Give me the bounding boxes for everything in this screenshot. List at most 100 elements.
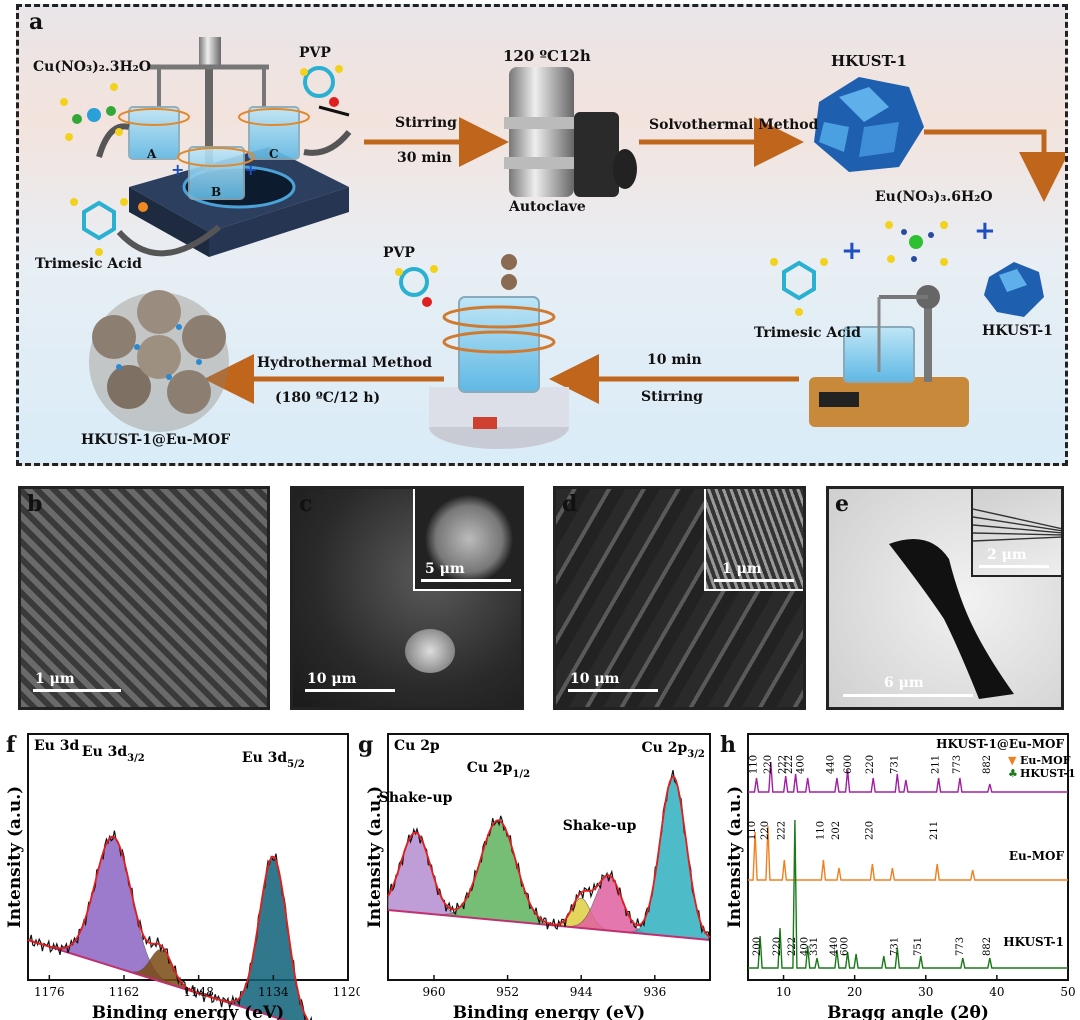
series-label-2: HKUST-1 <box>1003 935 1064 949</box>
autoclave <box>504 67 637 197</box>
y-axis-label: Intensity (a.u.) <box>725 786 745 928</box>
peak-label-top-5: 440 <box>825 755 836 774</box>
plot-frame <box>747 733 1069 981</box>
product-label: HKUST-1@Eu-MOF <box>81 432 231 448</box>
peak-label-top-7: 220 <box>865 755 876 774</box>
xrd-chart: HKUST-1@Eu-MOFEu-MOFHKUST-1▼Eu-MOF♣HKUST… <box>725 733 1076 1020</box>
inset-scale-text-c: 5 μm <box>425 561 465 577</box>
pvp-molecule-1 <box>300 65 350 117</box>
panel-label-d: d <box>562 491 578 517</box>
scale-text-b: 1 μm <box>35 671 75 687</box>
stirring-label-1: Stirring <box>395 115 457 131</box>
peak-label-top-10: 773 <box>952 755 963 774</box>
svg-text:+: + <box>244 160 257 179</box>
stirrer-setup <box>809 285 969 427</box>
peak-label-mid-5: 220 <box>864 821 875 840</box>
trimesic-label-1: Trimesic Acid <box>35 256 142 272</box>
solvothermal-label: Solvothermal Method <box>649 117 819 133</box>
svg-text:+: + <box>171 160 184 179</box>
peak-label-top-9: 211 <box>931 755 942 774</box>
peak-label-top-2: 222 <box>778 755 789 774</box>
x-tick-label: 10 <box>776 985 791 999</box>
x-axis-label: Binding energy (eV) <box>92 1003 284 1020</box>
series-label-0: HKUST-1@Eu-MOF <box>936 737 1064 751</box>
legend-label-hkust: HKUST-1 <box>1020 767 1076 780</box>
legend-marker-hkust: ♣ <box>1008 767 1018 780</box>
sphere-particle <box>405 629 455 673</box>
hydrothermal-reactor <box>429 254 569 449</box>
beaker-a <box>118 106 190 160</box>
x-tick-label: 1176 <box>34 985 65 999</box>
peak-label-bot-7: 731 <box>889 937 900 956</box>
trimesic-molecule-2 <box>770 258 828 316</box>
fit-envelope-line <box>27 835 309 1020</box>
peak-label-top-11: 882 <box>982 755 993 774</box>
x-tick-label: 944 <box>570 985 593 999</box>
peak-label-mid-3: 110 <box>815 821 826 840</box>
x-tick-label: 936 <box>643 985 666 999</box>
xrd-series-2 <box>748 819 1068 969</box>
scale-text-c: 10 μm <box>307 671 357 687</box>
hkust-crystal-top <box>814 77 924 172</box>
beaker-b-label: B <box>211 185 222 199</box>
peak-label-mid-0: 110 <box>747 821 758 840</box>
panel-label-c: c <box>299 491 313 517</box>
peak-label-bot-4: 331 <box>809 937 820 956</box>
legend-marker-eu: ▼ <box>1008 754 1017 767</box>
time-label-2: 10 min <box>647 352 702 368</box>
product-cluster <box>89 290 229 432</box>
stirring-label-2: Stirring <box>641 389 703 405</box>
hkust-crystal-small <box>984 262 1044 317</box>
x-tick-label: 1120 <box>333 985 360 999</box>
panel-label-g: g <box>358 732 374 758</box>
x-tick-label: 960 <box>423 985 446 999</box>
peak-label-top-3: 222 <box>784 755 795 774</box>
peak-label-top-4: 400 <box>795 755 806 774</box>
xrd-series-1 <box>748 825 1068 881</box>
scale-text-e: 6 μm <box>884 675 924 691</box>
cu-salt-label: Cu(NO₃)₂.3H₂O <box>33 59 151 75</box>
peak-label-0: Eu 3d3/2 <box>82 744 145 764</box>
x-tick-label: 30 <box>918 985 933 999</box>
temperature-label: 120 ºC12h <box>503 47 591 65</box>
peak-label-0: Shake-up <box>379 790 453 806</box>
hkust-top-label: HKUST-1 <box>831 52 907 70</box>
y-axis-label: Intensity (a.u.) <box>365 786 385 928</box>
peak-label-1: Cu 2p1/2 <box>467 760 530 780</box>
plot-frame <box>387 733 711 981</box>
scale-bar-e <box>843 694 973 697</box>
inset-e: 2 μm <box>971 489 1061 577</box>
panel-label-f: f <box>6 732 16 758</box>
pvp-molecule-2 <box>395 265 438 307</box>
x-tick-label: 952 <box>496 985 519 999</box>
beaker-c <box>238 106 310 160</box>
svg-text:+: + <box>841 236 863 266</box>
xrd-series-0 <box>748 761 1068 793</box>
panel-label-h: h <box>720 732 736 758</box>
inset-scale-text-e: 2 μm <box>987 547 1027 563</box>
fit-envelope-line <box>387 775 711 938</box>
chart-title: Cu 2p <box>394 738 440 754</box>
peak-label-bot-1: 220 <box>772 937 783 956</box>
peak-label-bot-8: 751 <box>913 937 924 956</box>
eu-salt-label: Eu(NO₃)₃.6H₂O <box>875 189 993 205</box>
time-label-1: 30 min <box>397 150 452 166</box>
peak-label-mid-1: 220 <box>760 821 771 840</box>
x-tick-label: 1134 <box>258 985 289 999</box>
peak-label-bot-6: 600 <box>840 937 851 956</box>
panel-label-a: a <box>29 9 44 35</box>
peak-label-2: Eu 3d5/2 <box>242 750 305 770</box>
scale-bar-b <box>33 689 121 692</box>
plot-frame <box>27 733 349 981</box>
sem-image-b: b 1 μm <box>18 486 270 710</box>
inset-scale-text-d: 1 μm <box>722 561 762 577</box>
peak-label-4: Cu 2p3/2 <box>642 740 705 760</box>
schematic-panel-a: ++ ++ a Cu(NO₃)₂.3H₂O PVP Trimesic Acid … <box>16 4 1068 466</box>
peak-label-3: Shake-up <box>563 818 637 834</box>
scale-bar-c <box>305 689 395 692</box>
inset-d: 1 μm <box>704 489 803 591</box>
hydrothermal-label: Hydrothermal Method <box>257 355 433 371</box>
trimesic-label-2: Trimesic Acid <box>754 325 861 341</box>
